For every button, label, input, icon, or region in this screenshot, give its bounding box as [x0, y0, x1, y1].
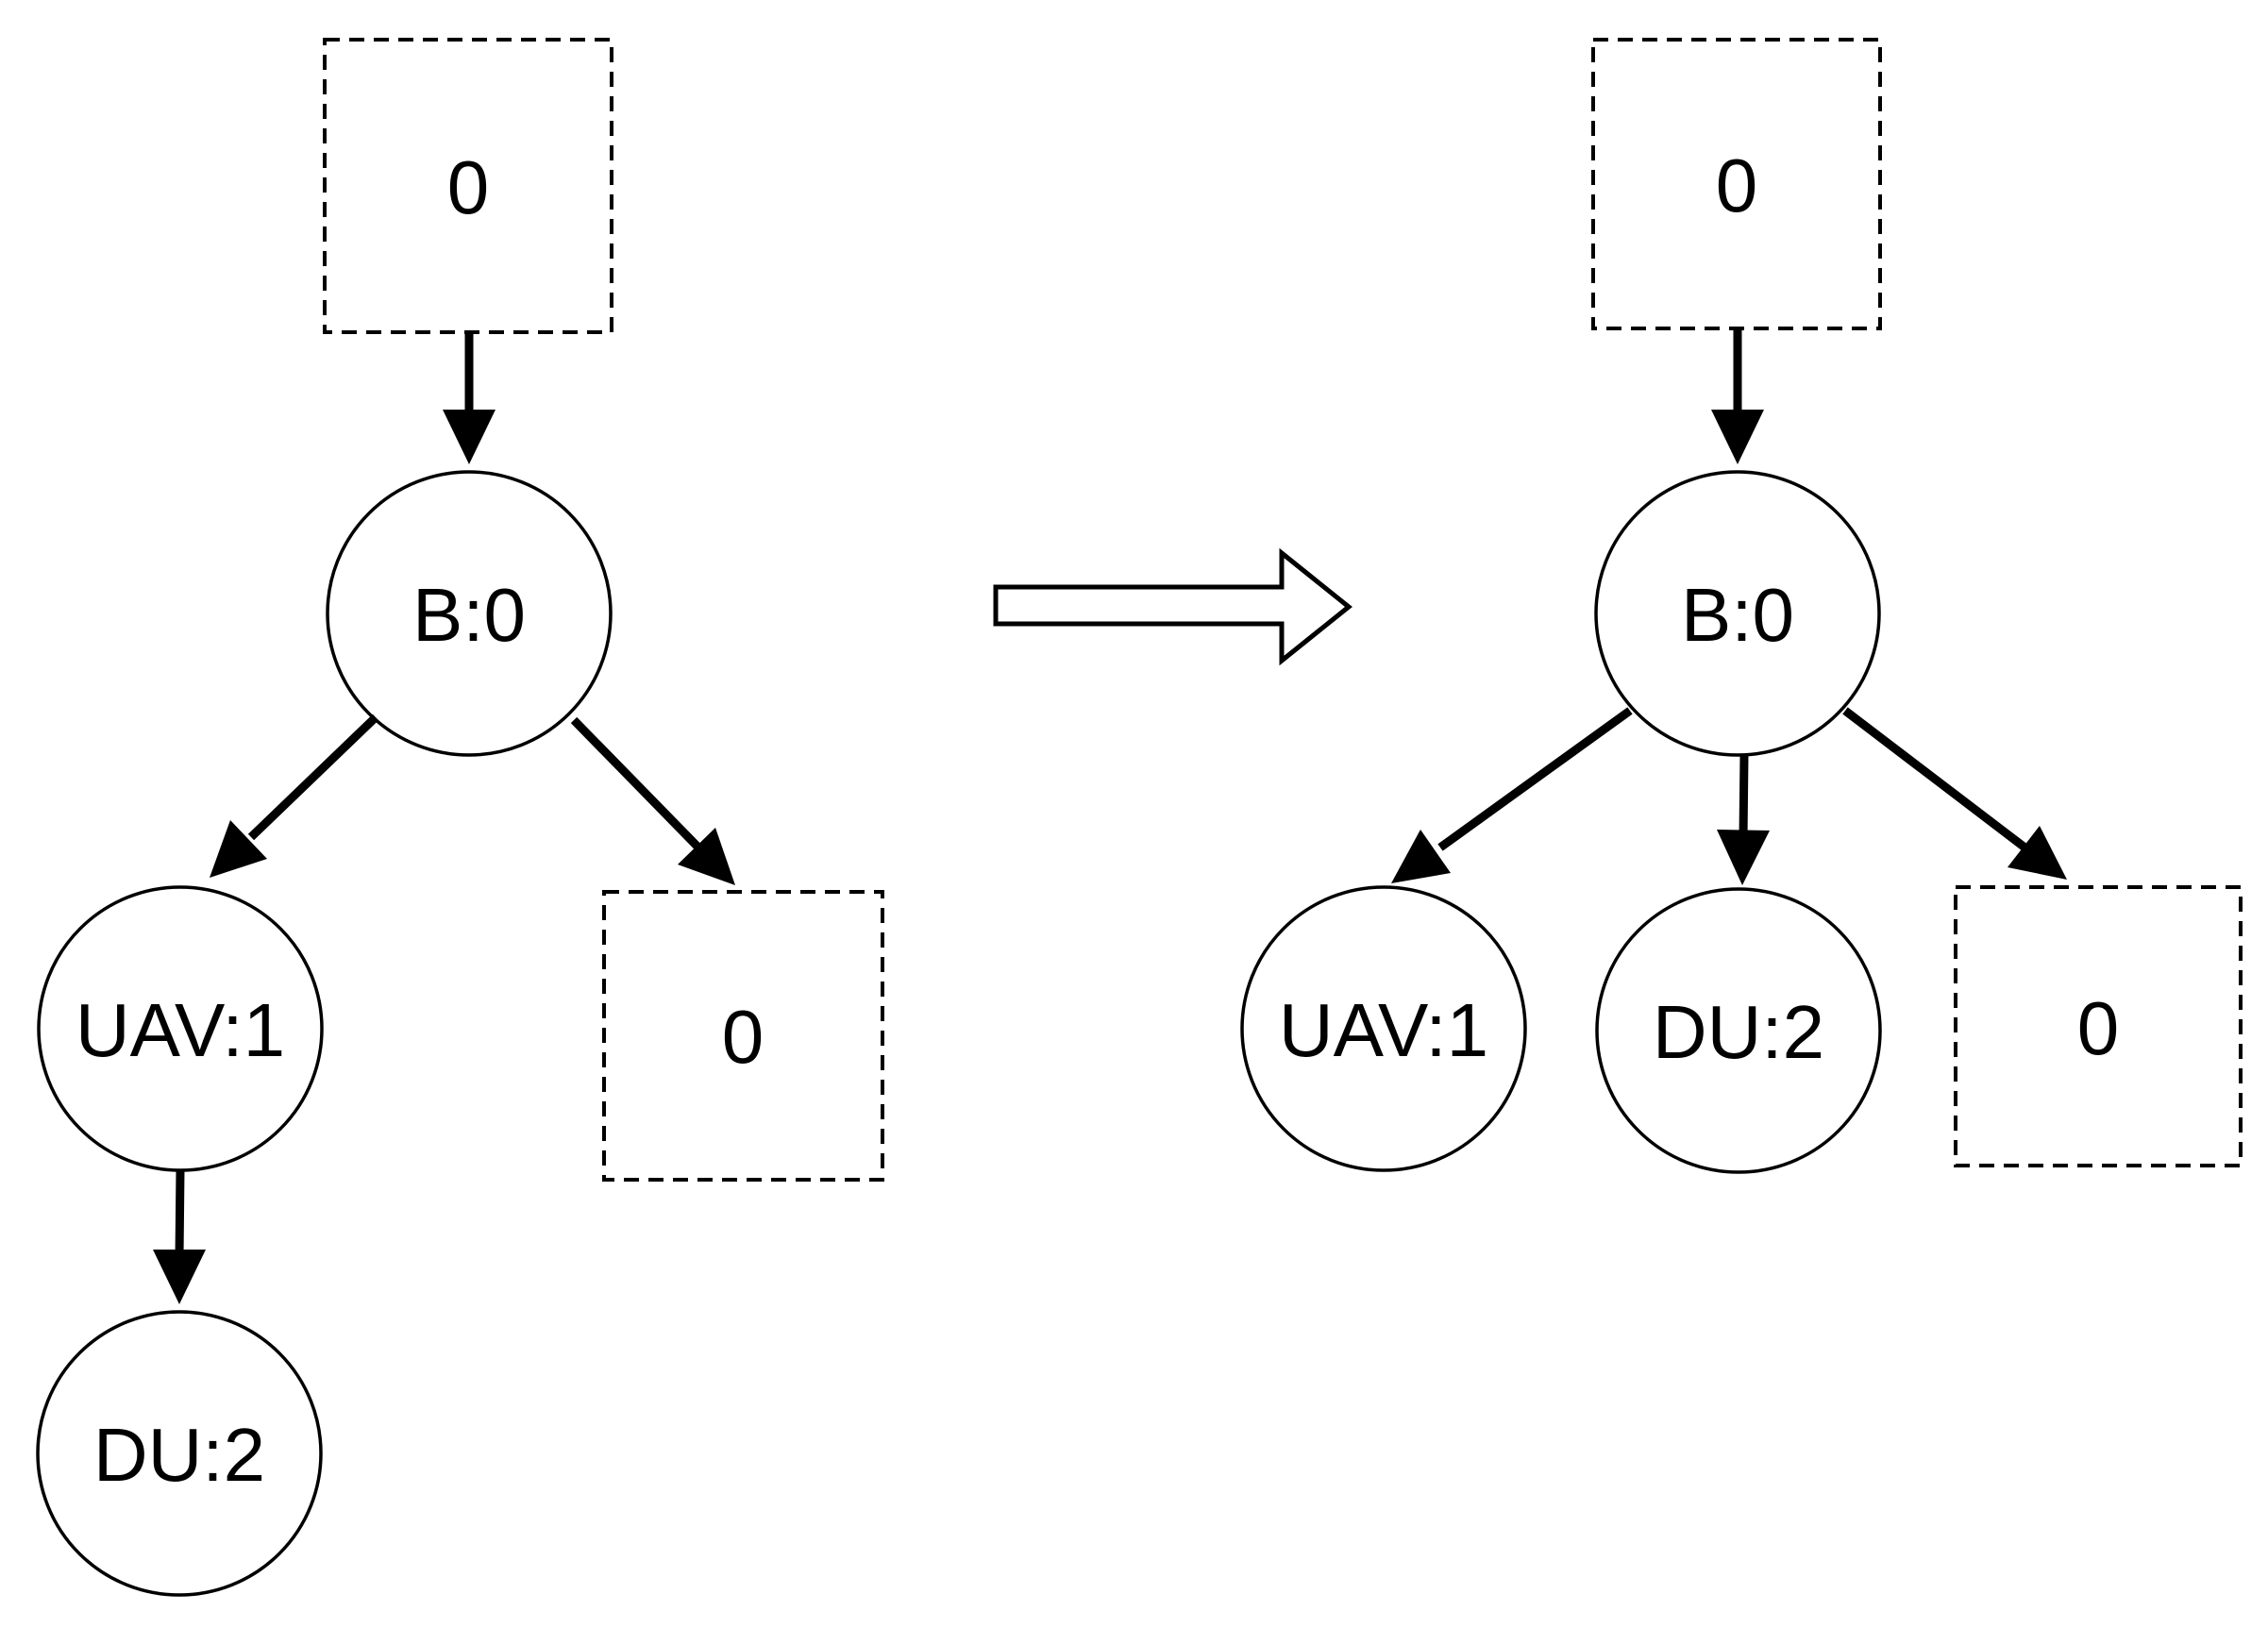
left-root-slot-box	[323, 38, 613, 334]
left-uav-node-label: UAV:1	[76, 988, 285, 1072]
left-leaf-slot-label: 0	[722, 995, 764, 1079]
edge-arrowhead	[678, 828, 735, 885]
edge-arrowhead	[210, 820, 267, 878]
right-root-slot-label: 0	[1716, 143, 1758, 227]
edge-right-b-to-uav	[1391, 707, 1633, 883]
right-du-node-label: DU:2	[1653, 990, 1824, 1074]
edge-left-uav-to-du	[153, 1169, 206, 1304]
edge-arrowhead	[1717, 830, 1770, 885]
left-b-node	[326, 470, 613, 757]
edge-arrowhead	[1711, 410, 1764, 464]
right-b-node	[1594, 470, 1881, 757]
edge-arrowhead	[1391, 830, 1451, 883]
edge-shaft	[1739, 754, 1749, 839]
left-leaf-slot-box	[602, 890, 884, 1182]
right-leaf-slot-label: 0	[2077, 986, 2120, 1070]
edge-right-b-to-du	[1717, 754, 1770, 885]
left-root-slot-label: 0	[447, 145, 490, 229]
left-du-node	[36, 1310, 323, 1597]
edge-shaft	[1437, 707, 1633, 851]
edge-left-b-to-uav	[210, 713, 379, 878]
right-du-node	[1595, 887, 1882, 1174]
edge-shaft	[1842, 707, 2030, 853]
right-b-node-label: B:0	[1681, 573, 1794, 657]
edge-right-root-slot-to-b	[1711, 328, 1764, 464]
edge-left-root-slot-to-b	[443, 332, 496, 464]
right-uav-node-label: UAV:1	[1279, 988, 1488, 1072]
right-tree: 0 B:0 UAV:1 DU:2 0	[1240, 38, 2243, 1174]
left-b-node-label: B:0	[412, 573, 526, 657]
right-uav-node	[1240, 885, 1527, 1172]
edge-shaft	[175, 1169, 185, 1258]
left-du-node-label: DU:2	[93, 1413, 265, 1497]
edge-arrowhead	[153, 1250, 206, 1304]
edge-arrowhead	[2008, 826, 2067, 880]
transform-right-arrow-icon	[993, 547, 1352, 666]
edge-arrowhead	[443, 410, 496, 464]
edge-shaft	[247, 713, 379, 841]
right-leaf-slot-box	[1954, 885, 2243, 1167]
left-tree: 0 B:0 UAV:1 DU:2 0	[36, 38, 884, 1597]
edge-left-b-to-leaf-slot	[570, 716, 735, 885]
edge-right-b-to-leaf-slot	[1842, 707, 2067, 880]
edge-shaft	[570, 716, 703, 852]
